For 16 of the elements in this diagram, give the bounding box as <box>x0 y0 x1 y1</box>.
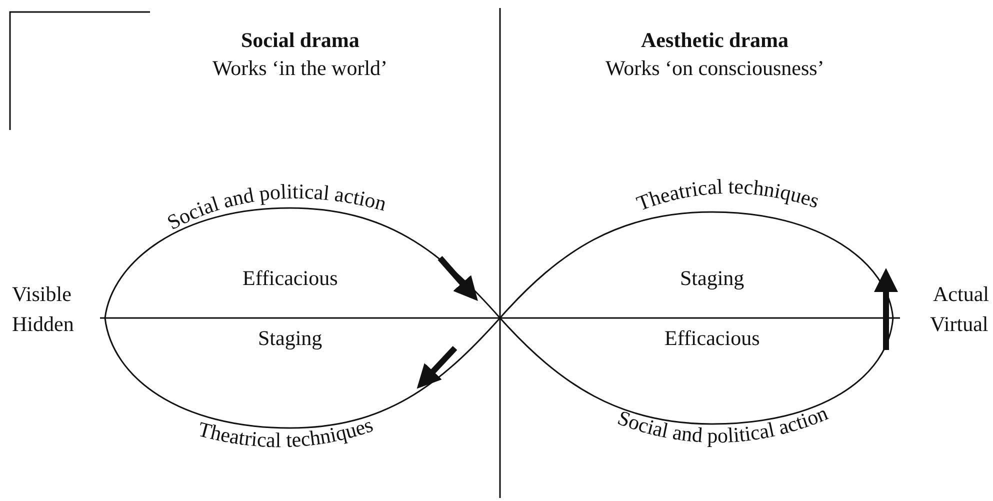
curved-label: Theatrical techniques <box>633 174 822 216</box>
axis-label: Visible <box>12 282 72 307</box>
curved-label: Theatrical techniques <box>196 412 376 452</box>
axis-label: Virtual <box>930 312 988 337</box>
quadrant-label: Staging <box>680 266 744 291</box>
axis-label: Hidden <box>12 312 74 337</box>
column-subheading: Works ‘on consciousness’ <box>606 56 824 81</box>
curved-label: Social and political action <box>163 179 389 235</box>
quadrant-label: Efficacious <box>664 326 760 351</box>
quadrant-label: Staging <box>258 326 322 351</box>
column-heading: Social drama <box>241 28 360 53</box>
axis-label: Actual <box>933 282 989 307</box>
column-subheading: Works ‘in the world’ <box>212 56 388 81</box>
column-heading: Aesthetic drama <box>641 28 789 53</box>
curved-label: Social and political action <box>614 400 832 448</box>
quadrant-label: Efficacious <box>242 266 338 291</box>
